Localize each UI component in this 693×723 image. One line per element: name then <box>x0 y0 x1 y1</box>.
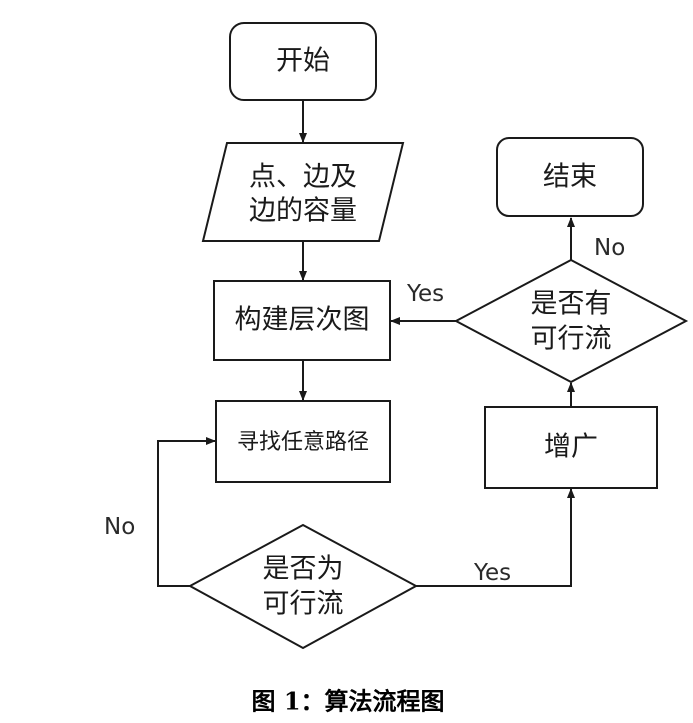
feasible-label-line1: 是否为 <box>263 554 344 585</box>
arrow-feasible-yes <box>416 488 575 587</box>
figure-caption: 图 1：算法流程图 <box>251 687 444 716</box>
feasible-label-line2: 可行流 <box>263 589 344 620</box>
find-node: 寻找任意路径 <box>215 400 391 483</box>
input-node: 点、边及 边的容量 <box>201 142 405 242</box>
has-flow-yes-label: Yes <box>406 281 444 307</box>
start-label: 开始 <box>276 46 330 77</box>
feasible-yes-label: Yes <box>473 560 511 586</box>
start-node: 开始 <box>229 22 377 101</box>
build-node: 构建层次图 <box>213 280 391 361</box>
find-label: 寻找任意路径 <box>237 430 369 455</box>
augment-node: 增广 <box>484 406 658 489</box>
feasible-no-label: No <box>104 514 135 540</box>
build-label: 构建层次图 <box>235 305 370 336</box>
end-label: 结束 <box>543 162 597 193</box>
input-label-line1: 点、边及 <box>249 162 357 193</box>
has-flow-label-line2: 可行流 <box>531 324 612 355</box>
arrow-feasible-no <box>157 437 216 587</box>
input-label-line2: 边的容量 <box>249 196 357 227</box>
has-flow-no-label: No <box>594 235 625 261</box>
feasible-decision: 是否为 可行流 <box>187 523 419 650</box>
has-flow-label-line1: 是否有 <box>531 289 612 320</box>
has-flow-decision: 是否有 可行流 <box>453 258 689 384</box>
end-node: 结束 <box>496 137 644 217</box>
augment-label: 增广 <box>544 432 598 463</box>
